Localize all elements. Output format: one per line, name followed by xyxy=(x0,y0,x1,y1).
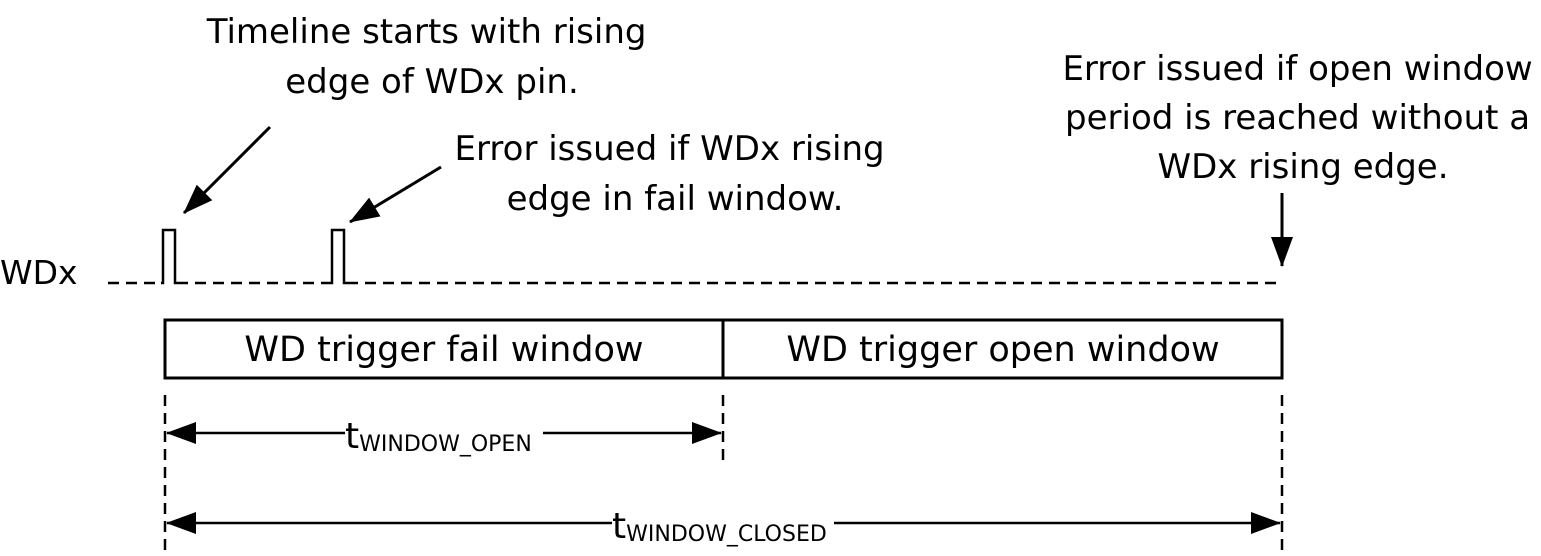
open-window-label: WD trigger open window xyxy=(786,330,1219,370)
timeline-start-note: Timeline starts with rising edge of WDx … xyxy=(206,12,658,102)
open-window-box xyxy=(721,318,1284,380)
fail-window-box xyxy=(163,318,725,380)
window-open-subscript: WINDOW_OPEN xyxy=(359,432,532,457)
wdx-first-pulse xyxy=(161,228,177,285)
fail-window-error-arrow xyxy=(349,165,442,224)
window-open-dimension-label: tWINDOW_OPEN xyxy=(345,416,532,457)
open-window-error-note-line-3: WDx rising edge. xyxy=(1157,147,1448,187)
window-closed-dimension-label: tWINDOW_CLOSED xyxy=(612,506,827,547)
wdx-signal-label: WDx xyxy=(0,253,78,292)
timeline-start-arrow xyxy=(182,125,272,215)
fail-window-error-note: Error issued if WDx rising edge in fail … xyxy=(455,129,896,219)
window-closed-symbol: t xyxy=(612,506,626,547)
timeline-start-note-line-2: edge of WDx pin. xyxy=(285,62,579,102)
fail-window-error-note-line-1: Error issued if WDx rising xyxy=(455,129,885,169)
open-window-error-note-line-1: Error issued if open window xyxy=(1062,49,1532,89)
open-window-error-note: Error issued if open window period is re… xyxy=(1062,49,1541,187)
timeline-start-note-line-1: Timeline starts with rising xyxy=(206,12,647,52)
open-window-error-note-line-2: period is reached without a xyxy=(1065,98,1530,138)
window-closed-subscript: WINDOW_CLOSED xyxy=(626,522,827,547)
fail-window-label: WD trigger fail window xyxy=(244,330,643,370)
window-open-symbol: t xyxy=(345,416,359,457)
fail-window-error-note-line-2: edge in fail window. xyxy=(507,179,844,219)
wdx-second-pulse xyxy=(330,228,347,285)
